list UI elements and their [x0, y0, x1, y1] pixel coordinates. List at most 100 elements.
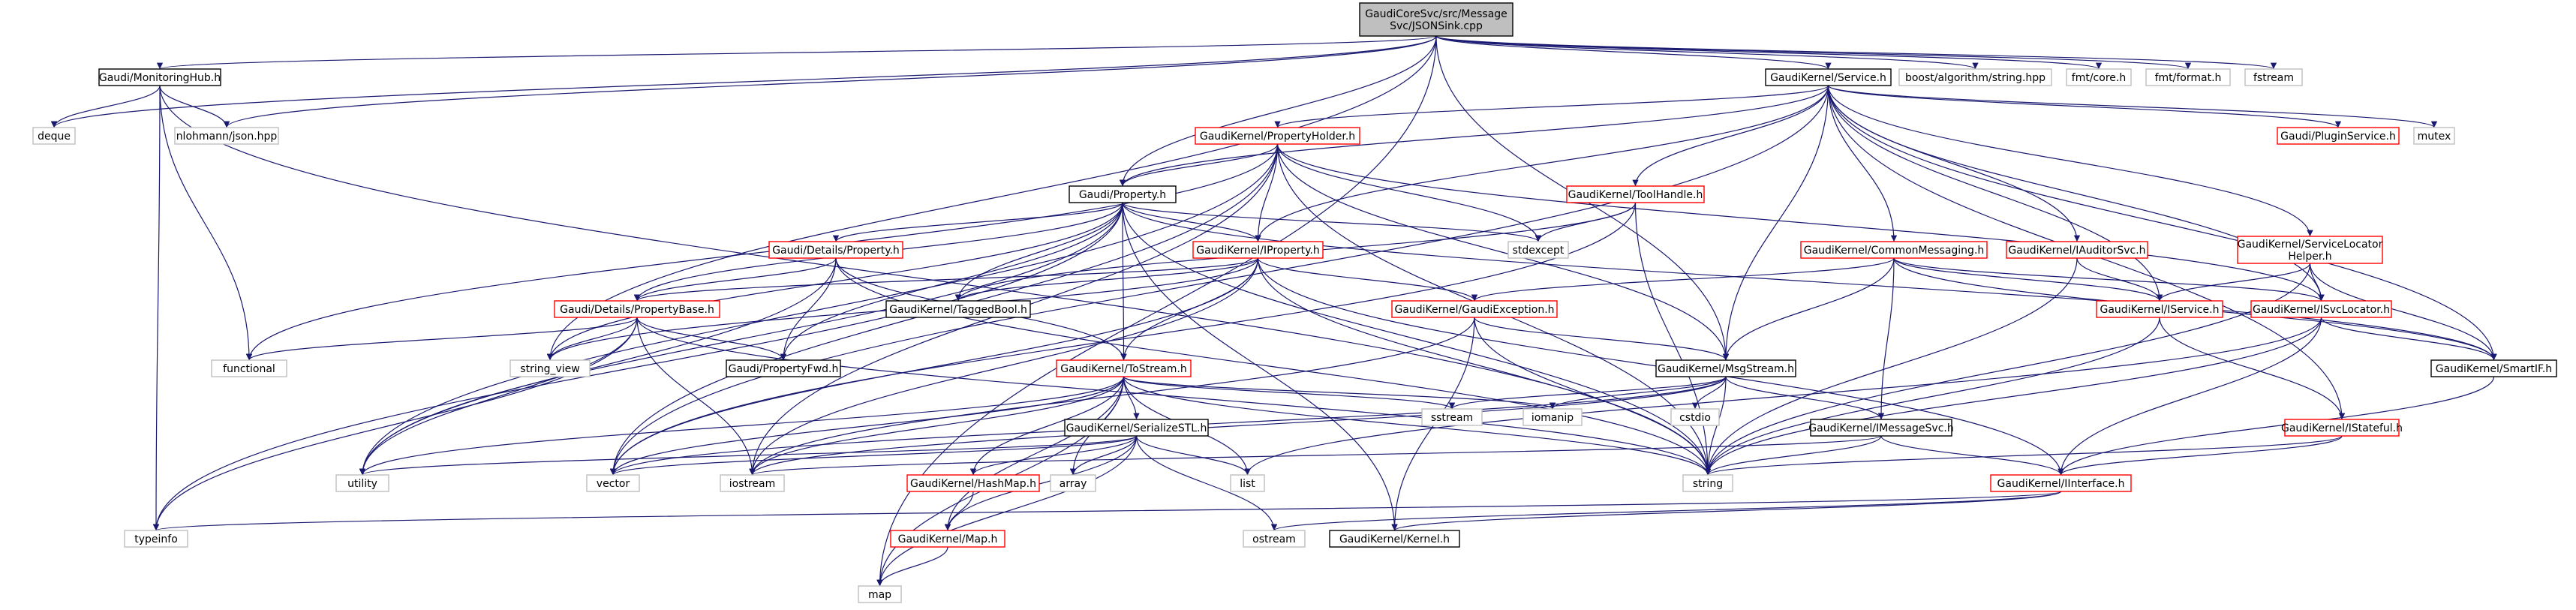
node-string: string [1682, 474, 1733, 492]
node-box [1195, 127, 1360, 145]
node-box [1898, 68, 2052, 86]
node-label: GaudiKernel/IMessageSvc.h [1808, 422, 1953, 434]
node-box [586, 474, 640, 492]
node-iomanip: iomanip [1522, 408, 1583, 426]
edge-detpropbase-to-string_view [546, 317, 638, 361]
node-label: Gaudi/Details/PropertyBase.h [560, 304, 714, 316]
edge-service-to-gproperty [1119, 85, 1829, 187]
edge-iproperty-to-detpropbase [634, 257, 1259, 302]
node-msgstream[interactable]: GaudiKernel/MsgStream.h [1655, 359, 1796, 377]
edge-isvclocator-to-iinterface [2057, 317, 2322, 476]
edge-commonmsg-to-isvclocator [1893, 257, 2325, 302]
edge-monhub-to-nlohmann [159, 85, 230, 128]
node-gproperty[interactable]: Gaudi/Property.h [1069, 185, 1177, 203]
node-label: GaudiKernel/ToolHandle.h [1568, 189, 1703, 201]
node-hashmap[interactable]: GaudiKernel/HashMap.h [906, 474, 1040, 492]
node-label: Gaudi/PluginService.h [2280, 131, 2396, 143]
node-label: GaudiKernel/GaudiException.h [1394, 304, 1554, 316]
node-sstream: sstream [1421, 408, 1483, 426]
node-fmtcore: fmt/core.h [2066, 68, 2132, 86]
edge-serializestl-to-list [1135, 435, 1251, 476]
edge-detprop-to-detpropbase [633, 257, 837, 302]
edge-root-to-fstream [1435, 35, 2277, 70]
edge-detprop-to-string [835, 257, 1712, 476]
node-label: GaudiKernel/SerializeSTL.h [1066, 422, 1207, 434]
node-label: GaudiKernel/CommonMessaging.h [1804, 245, 1985, 257]
node-gmap[interactable]: GaudiKernel/Map.h [890, 530, 1005, 548]
edge-tostream-to-hashmap [969, 376, 1125, 476]
node-typeinfo: typeinfo [124, 530, 188, 548]
node-service[interactable]: GaudiKernel/Service.h [1765, 68, 1892, 86]
node-label: GaudiKernel/HashMap.h [910, 478, 1036, 490]
edge-tostream-to-iostream [749, 376, 1125, 476]
edge-service-to-msgstream [1722, 85, 1829, 361]
edge-propholder-to-gproperty [1119, 143, 1279, 187]
node-box [1359, 2, 1513, 37]
edge-gmap-to-map [876, 546, 948, 587]
edge-iproperty-to-iostream [749, 257, 1259, 476]
edge-gproperty-to-taggedbool [954, 202, 1123, 302]
node-box [1682, 474, 1733, 492]
node-label: Svc/JSONSink.cpp [1390, 20, 1483, 32]
edge-imessagesvc-to-iinterface [1880, 435, 2064, 476]
node-label: GaudiKernel/IProperty.h [1196, 245, 1319, 257]
node-serializestl[interactable]: GaudiKernel/SerializeSTL.h [1064, 419, 1209, 437]
node-box [1670, 408, 1720, 426]
edge-commonmsg-to-msgstream [1722, 257, 1895, 361]
node-propholder[interactable]: GaudiKernel/PropertyHolder.h [1195, 127, 1360, 145]
node-taggedbool[interactable]: GaudiKernel/TaggedBool.h [885, 300, 1031, 318]
node-propfwd[interactable]: Gaudi/PropertyFwd.h [726, 359, 841, 377]
edge-svclocatorhelper-to-iservice [2156, 263, 2311, 302]
node-monhub[interactable]: Gaudi/MonitoringHub.h [98, 68, 221, 86]
node-imessagesvc[interactable]: GaudiKernel/IMessageSvc.h [1808, 419, 1954, 437]
node-box [174, 127, 279, 145]
node-string_view: string_view [509, 359, 591, 377]
node-label: GaudiKernel/ServiceLocator [2238, 239, 2383, 251]
node-toolhandle[interactable]: GaudiKernel/ToolHandle.h [1566, 185, 1705, 203]
edge-iinterface-to-ostream [1271, 491, 2062, 531]
node-smartif[interactable]: GaudiKernel/SmartIF.h [2430, 359, 2557, 377]
edge-root-to-boost_str [1435, 35, 1979, 70]
node-iauditorsvc[interactable]: GaudiKernel/IAuditorSvc.h [2006, 241, 2148, 259]
node-iservice[interactable]: GaudiKernel/IService.h [2096, 300, 2223, 318]
node-isvclocator[interactable]: GaudiKernel/ISvcLocator.h [2250, 300, 2392, 318]
node-label: typeinfo [134, 533, 178, 545]
edge-gproperty-to-detprop [832, 202, 1123, 242]
edge-gproperty-to-propfwd [780, 202, 1123, 361]
node-commonmsg[interactable]: GaudiKernel/CommonMessaging.h [1800, 241, 1988, 259]
edge-service-to-commonmsg [1827, 85, 1898, 242]
edge-serializestl-to-hashmap [969, 435, 1138, 476]
edge-toolhandle-to-string [1634, 202, 1712, 476]
node-kernel[interactable]: GaudiKernel/Kernel.h [1329, 530, 1460, 548]
node-label: GaudiKernel/Service.h [1770, 72, 1886, 84]
edge-isvclocator-to-string [1704, 317, 2322, 476]
edge-service-to-propholder [1274, 85, 1829, 128]
node-detpropbase[interactable]: Gaudi/Details/PropertyBase.h [554, 300, 720, 318]
edge-tostream-to-vector [609, 376, 1125, 476]
node-detprop[interactable]: Gaudi/Details/Property.h [768, 241, 903, 259]
edge-gproperty-to-smartif [1122, 202, 2497, 361]
node-istateful[interactable]: GaudiKernel/IStateful.h [2281, 419, 2403, 437]
node-gaudiexc[interactable]: GaudiKernel/GaudiException.h [1391, 300, 1558, 318]
edge-service-to-iservice [1827, 85, 2163, 302]
node-label: GaudiKernel/IAuditorSvc.h [2008, 245, 2145, 257]
node-iinterface[interactable]: GaudiKernel/IInterface.h [1990, 474, 2132, 492]
edge-detpropbase-to-iostream [636, 317, 756, 476]
edge-gproperty-to-stdexcept [1122, 202, 1541, 242]
edge-gaudiexc-to-string [1474, 317, 1712, 476]
edge-iservice-to-string [1704, 317, 2160, 476]
edge-iauditorsvc-to-iservice [2076, 257, 2163, 302]
node-fstream: fstream [2244, 68, 2303, 86]
node-box [2250, 300, 2392, 318]
node-label: stdexcept [1513, 245, 1565, 257]
node-iproperty[interactable]: GaudiKernel/IProperty.h [1192, 241, 1324, 259]
node-tostream[interactable]: GaudiKernel/ToStream.h [1056, 359, 1192, 377]
node-stdexcept: stdexcept [1507, 241, 1569, 259]
node-pluginsvc[interactable]: Gaudi/PluginService.h [2277, 127, 2400, 145]
node-label: Gaudi/Property.h [1079, 189, 1166, 201]
node-root[interactable]: GaudiCoreSvc/src/MessageSvc/JSONSink.cpp [1359, 2, 1513, 37]
edge-msgstream-to-sstream [1448, 376, 1727, 410]
node-box [509, 359, 591, 377]
